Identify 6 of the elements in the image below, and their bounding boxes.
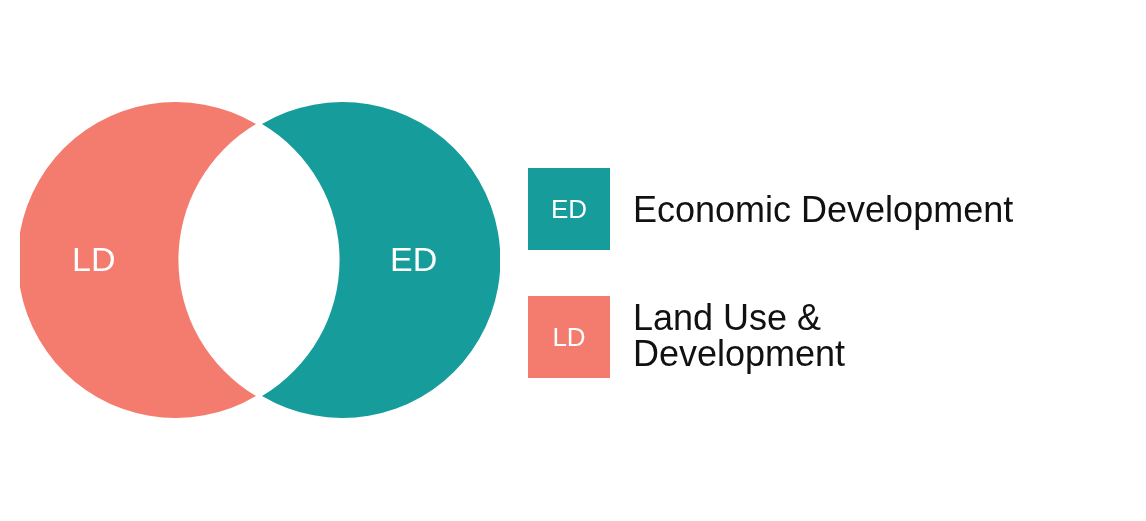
swatch-label: LD — [552, 321, 586, 353]
venn-label: LD — [72, 239, 116, 279]
venn-label: ED — [390, 239, 438, 279]
swatch-label: ED — [550, 193, 588, 225]
legend-text: Land Use & Development — [633, 300, 847, 372]
legend-text: Economic Development — [633, 192, 1015, 228]
